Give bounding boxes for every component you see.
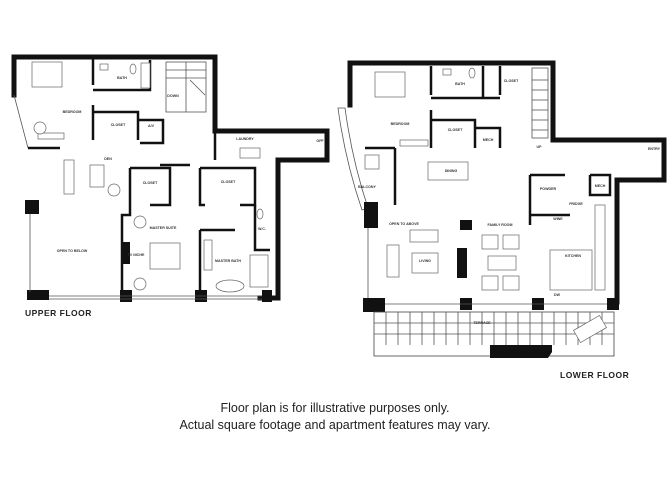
bed-icon [149, 242, 181, 270]
room-label-den: DEN [104, 157, 112, 161]
room-label-living: LIVING [419, 259, 431, 263]
room-label-family-room: FAMILY ROOM [488, 223, 513, 227]
upper-exterior-wall [11, 54, 330, 301]
sofa-icon [386, 244, 400, 278]
room-label-closet: CLOSET [111, 123, 126, 127]
upper-interior-walls [28, 57, 270, 290]
room-label-master-suite: MASTER SUITE [150, 226, 177, 230]
bathtub-icon [140, 62, 151, 89]
vanity-icon [203, 239, 213, 271]
lounge-chair-icon [573, 314, 607, 344]
room-label-up: UP [537, 145, 543, 149]
room-label-closet: CLOSET [448, 128, 463, 132]
dresser-icon [399, 139, 429, 147]
balcony-chair-icon [364, 154, 380, 170]
coffee-table-icon [411, 252, 439, 274]
room-label-down: DOWN [167, 94, 179, 98]
chair-icon [133, 215, 147, 229]
room-label-powder: POWDER [540, 187, 557, 191]
room-label-terrace: TERRACE [473, 321, 491, 325]
room-label-closet: CLOSET [504, 79, 519, 83]
column [25, 200, 39, 214]
room-label-fridge: FRIDGE [569, 202, 583, 206]
lower-interior-walls [365, 66, 612, 225]
dresser-icon [37, 132, 65, 140]
room-label-balcony: BALCONY [358, 185, 376, 189]
column [364, 202, 378, 228]
room-label-entry: ENTRY [648, 147, 661, 151]
room-label-master-bath: MASTER BATH [215, 259, 241, 263]
sink-icon [442, 68, 452, 76]
toilet-icon [256, 208, 264, 220]
upper-furniture [31, 61, 269, 293]
bathtub-icon [215, 279, 245, 293]
upper-floor-label: UPPER FLOOR [25, 308, 92, 318]
coffee-table-icon [89, 164, 105, 188]
room-label-tv-niche: TV NICHE [128, 253, 145, 257]
washer-dryer-icon [239, 147, 261, 159]
lower-exterior-wall [347, 60, 667, 305]
room-label-mech: MECH [483, 138, 494, 142]
chair-icon [107, 183, 121, 197]
stairs-icon [531, 67, 549, 139]
counter-icon [594, 204, 606, 291]
balcony-railing [337, 107, 369, 211]
room-label-open-to-above: OPEN TO ABOVE [389, 222, 419, 226]
room-label-wine: WINE [553, 217, 563, 221]
column [607, 298, 619, 310]
terrace-area [373, 311, 615, 358]
column [262, 290, 272, 302]
dining-table-icon [427, 161, 469, 181]
room-label-dining: DINING [445, 169, 458, 173]
lower-furniture [364, 67, 607, 344]
lower-floor-label: LOWER FLOOR [560, 370, 629, 380]
upper-window-angled [13, 94, 29, 149]
bed-icon [31, 61, 63, 88]
disclaimer-line-2: Actual square footage and apartment feat… [179, 418, 491, 432]
chair-icon [481, 275, 499, 291]
kitchen-island-icon [549, 249, 593, 291]
sofa-icon [63, 159, 75, 195]
disclaimer-line-1: Floor plan is for illustrative purposes … [220, 401, 450, 415]
room-label-kitchen: KITCHEN [565, 254, 581, 258]
toilet-icon [468, 67, 476, 79]
shower-icon [249, 254, 269, 288]
tv-niche-icon [122, 242, 130, 264]
room-label-bath: BATH [455, 82, 465, 86]
room-label-open-to-below: OPEN TO BELOW [57, 249, 88, 253]
stairs-icon [165, 61, 207, 113]
chair-icon [502, 234, 520, 250]
room-label-wc: W.C. [258, 227, 266, 231]
chair-icon [33, 121, 47, 135]
room-label-closet: CLOSET [143, 181, 158, 185]
room-label-off: OFF [316, 139, 324, 143]
chair-icon [502, 275, 520, 291]
lower-floor-plan: BEDROOM BATH CLOSET CLOSET MECH UP ENTRY… [337, 60, 667, 380]
sofa-icon [409, 229, 439, 243]
room-label-closet: CLOSET [221, 180, 236, 184]
upper-floor-plan: BEDROOM BATH CLOSET A/V DOWN LAUNDRY OFF… [11, 54, 330, 318]
chair-icon [133, 277, 147, 291]
fireplace-icon [457, 248, 467, 278]
room-label-bath: BATH [117, 76, 127, 80]
chair-icon [481, 234, 499, 250]
room-label-mech: MECH [595, 184, 606, 188]
room-label-laundry: LAUNDRY [236, 137, 254, 141]
sink-icon [99, 63, 109, 71]
room-label-bedroom: BEDROOM [63, 110, 82, 114]
column [460, 220, 472, 230]
room-label-dw: DW [554, 293, 561, 297]
toilet-icon [129, 63, 137, 75]
column [27, 290, 49, 300]
bed-icon [374, 71, 406, 98]
ottoman-icon [487, 255, 517, 271]
room-label-av: A/V [148, 124, 155, 128]
column [363, 298, 385, 312]
room-label-bedroom: BEDROOM [391, 122, 410, 126]
